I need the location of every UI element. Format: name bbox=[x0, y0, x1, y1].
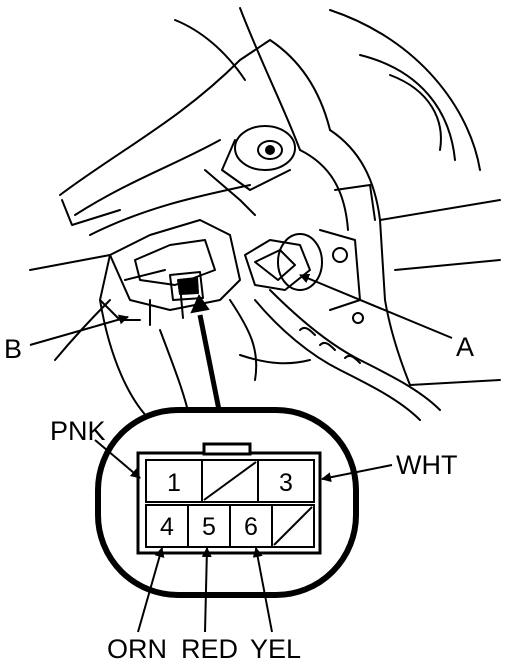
leader-a bbox=[299, 273, 453, 339]
pin-5-number: 5 bbox=[202, 513, 216, 541]
wire-color-yel: YEL bbox=[250, 634, 301, 664]
pin-1-number: 1 bbox=[167, 469, 181, 497]
leader-yel bbox=[252, 547, 273, 633]
pin-6-number: 6 bbox=[244, 513, 258, 541]
connector-latch bbox=[202, 442, 252, 456]
wire-color-wht: WHT bbox=[396, 450, 457, 480]
blank-cavity-2 bbox=[203, 461, 257, 501]
pin-3-number: 3 bbox=[279, 469, 293, 497]
leader-red bbox=[201, 547, 212, 633]
detail-view-arrow bbox=[190, 293, 225, 426]
leader-wht bbox=[321, 464, 393, 483]
wire-color-red: RED bbox=[181, 634, 238, 664]
callout-leaders bbox=[29, 273, 453, 346]
callout-a-label: A bbox=[456, 332, 474, 362]
leader-orn bbox=[137, 547, 165, 633]
callout-b-label: B bbox=[4, 334, 22, 364]
connector-detail-view: 1 3 4 5 6 bbox=[95, 407, 359, 598]
pin-4-number: 4 bbox=[160, 513, 174, 541]
wire-color-leaders bbox=[94, 439, 393, 633]
steering-column-artwork bbox=[29, 7, 501, 421]
blank-cavity-7 bbox=[273, 506, 313, 546]
wire-color-orn: ORN bbox=[107, 634, 167, 664]
leader-b bbox=[29, 314, 129, 346]
leader-pnk bbox=[94, 439, 141, 479]
wire-color-pnk: PNK bbox=[50, 416, 106, 446]
